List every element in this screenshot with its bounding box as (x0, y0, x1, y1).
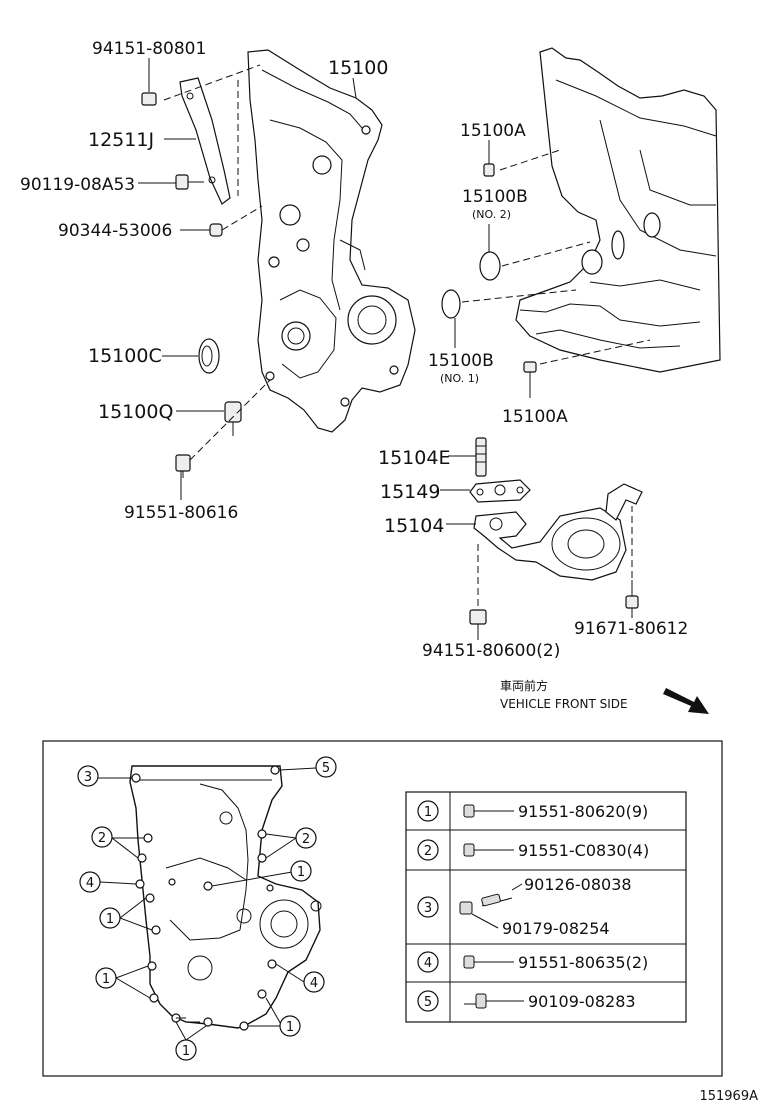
sensor-15100Q (224, 401, 242, 436)
flange-bolt-icon (463, 955, 488, 969)
legend-part-3b: 90179-08254 (502, 919, 610, 938)
label-91671-80612: 91671-80612 (574, 619, 688, 639)
svg-text:3: 3 (84, 770, 92, 785)
callout-1-right-lower: 1 (279, 1015, 301, 1037)
svg-text:1: 1 (102, 972, 110, 987)
label-15100Q: 15100Q (98, 401, 173, 423)
bolt-91551-80616 (175, 454, 191, 478)
label-15104: 15104 (384, 515, 444, 537)
bolt-location-cover-outline (129, 765, 322, 1029)
legend-part-3a: 90126-08038 (524, 875, 632, 894)
legend-row-1: 1 91551-80620(9) (417, 800, 648, 822)
svg-text:1: 1 (286, 1020, 294, 1035)
svg-text:1: 1 (297, 865, 305, 880)
chain-guide (179, 77, 231, 205)
label-90119-08A53: 90119-08A53 (20, 175, 135, 195)
stud-bolt-icon (481, 893, 513, 907)
bolt-90119-08A53 (175, 174, 204, 190)
plug-90344-53006 (209, 223, 223, 237)
svg-text:2: 2 (98, 831, 106, 846)
dowel-pin-15100A-top (483, 163, 495, 177)
label-15100: 15100 (328, 57, 388, 79)
oil-seal-15100C (198, 338, 220, 374)
nut-icon (459, 901, 473, 915)
callout-3-left: 3 (77, 765, 99, 787)
legend-num-4: 4 (424, 956, 432, 971)
legend-num-2: 2 (424, 844, 432, 859)
label-12511J: 12511J (88, 129, 154, 151)
label-15149: 15149 (380, 481, 440, 503)
o-ring-15100B-no1 (441, 289, 461, 319)
label-15100B-top: 15100B (462, 187, 528, 207)
timing-chain-cover (247, 49, 416, 433)
nut-94151-80600 (469, 609, 487, 625)
svg-text:2: 2 (302, 832, 310, 847)
o-ring-15100B-no2 (479, 251, 501, 281)
legend-row-5: 5 90109-08283 (417, 990, 636, 1012)
label-94151-80801: 94151-80801 (92, 39, 206, 59)
callout-1-bottom: 1 (175, 1039, 197, 1061)
legend-num-3: 3 (424, 901, 432, 916)
svg-text:4: 4 (86, 876, 94, 891)
figure-code: 151969A (699, 1089, 758, 1104)
engine-block (515, 47, 721, 373)
washer-bolt-icon (464, 993, 500, 1009)
svg-text:1: 1 (182, 1044, 190, 1059)
label-90344-53006: 90344-53006 (58, 221, 172, 241)
legend-row-3: 3 90126-08038 90179-08254 (417, 875, 632, 938)
label-15100B-bot: 15100B (428, 351, 494, 371)
callout-1-left-lower: 1 (95, 967, 117, 989)
label-15104E: 15104E (378, 447, 450, 469)
legend-part-1: 91551-80620(9) (518, 802, 648, 821)
front-side-jp: 車両前方 (500, 678, 548, 693)
oil-strainer-15104 (473, 483, 643, 581)
flange-bolt-icon (463, 843, 488, 857)
callout-4-right: 4 (303, 971, 325, 993)
bolt-91671-80612 (625, 580, 639, 609)
gasket-15149 (469, 479, 531, 503)
legend-row-4: 4 91551-80635(2) (417, 951, 648, 973)
label-15100A-top: 15100A (460, 121, 526, 141)
callout-4-left: 4 (79, 871, 101, 893)
label-15100C: 15100C (88, 345, 162, 367)
legend-part-2: 91551-C0830(4) (518, 841, 649, 860)
bolt-location-dots (131, 765, 280, 1031)
label-94151-80600: 94151-80600(2) (422, 641, 560, 661)
callout-1-left-upper: 1 (99, 907, 121, 929)
svg-text:1: 1 (106, 912, 114, 927)
label-15100B-bot-sub: (NO. 1) (440, 372, 479, 385)
callout-2-left: 2 (91, 826, 113, 848)
legend-num-1: 1 (424, 805, 432, 820)
svg-text:4: 4 (310, 976, 318, 991)
callout-1-right-upper: 1 (290, 860, 312, 882)
flange-bolt-icon (463, 804, 488, 818)
label-91551-80616: 91551-80616 (124, 503, 238, 523)
callout-5-top: 5 (315, 756, 337, 778)
callout-leaders (98, 767, 317, 1041)
nut-94151-80801 (141, 92, 157, 106)
callout-2-right: 2 (295, 827, 317, 849)
legend-part-4: 91551-80635(2) (518, 953, 648, 972)
front-side-en: VEHICLE FRONT SIDE (500, 697, 628, 711)
dowel-pin-15100A-bot (523, 361, 537, 373)
label-15100B-top-sub: (NO. 2) (472, 208, 511, 221)
label-15100A-bot: 15100A (502, 407, 568, 427)
bolt-legend-table (405, 791, 687, 1023)
front-arrow-icon (663, 688, 709, 714)
legend-row-2: 2 91551-C0830(4) (417, 839, 649, 861)
svg-text:5: 5 (322, 761, 330, 776)
legend-part-5: 90109-08283 (528, 992, 636, 1011)
bolt-location-frame (42, 740, 723, 1077)
stud-15104E (475, 437, 487, 477)
legend-num-5: 5 (424, 995, 432, 1010)
